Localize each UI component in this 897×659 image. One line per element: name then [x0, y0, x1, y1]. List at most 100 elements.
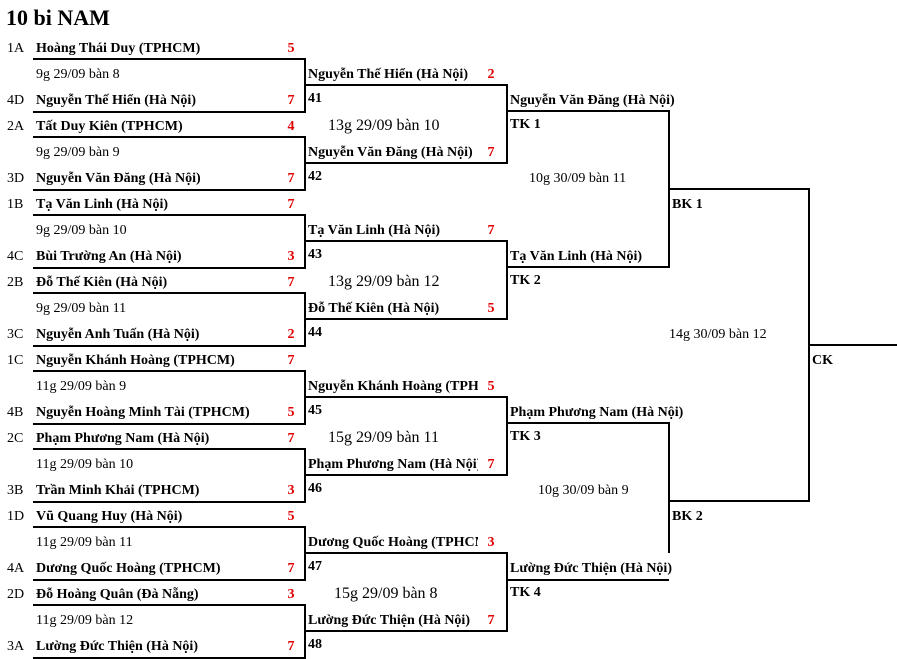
r2-match-number: 47	[308, 559, 322, 574]
r1-player-name: Nguyễn Khánh Hoàng (TPHCM)	[36, 353, 235, 368]
qf-winner-name: Lường Đức Thiện (Hà Nội)	[510, 561, 672, 576]
r2-schedule: 13g 29/09 bàn 12	[328, 273, 440, 290]
final-label: CK	[812, 353, 833, 368]
r2-score: 7	[487, 145, 495, 160]
sf-bracket	[669, 188, 810, 502]
r2-player-name: Tạ Văn Linh (Hà Nội)	[308, 223, 440, 238]
r1-schedule: 9g 29/09 bàn 8	[36, 67, 120, 82]
r1-score: 3	[287, 249, 295, 264]
r2-schedule: 15g 29/09 bàn 8	[334, 585, 438, 602]
r1-seed: 2C	[7, 431, 24, 446]
r1-seed: 1A	[7, 41, 25, 56]
r1-seed: 2B	[7, 275, 24, 290]
qf-schedule: 10g 30/09 bàn 11	[529, 171, 627, 186]
r1-score: 7	[287, 93, 295, 108]
qf-winner-name: Nguyễn Văn Đăng (Hà Nội)	[510, 93, 675, 108]
r2-match-number: 45	[308, 403, 322, 418]
r1-player-name: Hoàng Thái Duy (TPHCM)	[36, 41, 201, 56]
r1-schedule: 9g 29/09 bàn 9	[36, 145, 120, 160]
r1-schedule: 11g 29/09 bàn 9	[36, 379, 127, 394]
r1-seed: 4B	[7, 405, 24, 420]
r1-seed: 1D	[7, 509, 25, 524]
qf-schedule: 10g 30/09 bàn 9	[538, 483, 629, 498]
qf-match-1-bracket	[507, 110, 670, 268]
r2-schedule: 13g 29/09 bàn 10	[328, 117, 440, 134]
r1-score: 5	[287, 41, 295, 56]
r1-score: 4	[287, 119, 295, 134]
r1-schedule: 11g 29/09 bàn 10	[36, 457, 134, 472]
r1-player-name: Nguyễn Hoàng Minh Tài (TPHCM)	[36, 405, 250, 420]
r2-schedule: 15g 29/09 bàn 11	[328, 429, 439, 446]
r2-match-number: 42	[308, 169, 322, 184]
r2-match-number: 44	[308, 325, 322, 340]
r2-player-name: Nguyễn Thế Hiển (Hà Nội)	[308, 67, 468, 82]
r1-schedule: 9g 29/09 bàn 10	[36, 223, 127, 238]
r1-score: 5	[287, 405, 295, 420]
r1-seed: 4C	[7, 249, 24, 264]
r1-score: 3	[287, 483, 295, 498]
qf-match-2-bracket	[507, 422, 670, 553]
r1-player-name: Nguyễn Anh Tuấn (Hà Nội)	[36, 327, 200, 342]
r1-player-name: Đỗ Hoàng Quân (Đà Nẵng)	[36, 587, 199, 602]
r2-score: 3	[487, 535, 495, 550]
r1-score: 7	[287, 353, 295, 368]
r2-player-name: Đỗ Thế Kiên (Hà Nội)	[308, 301, 440, 316]
r1-schedule: 9g 29/09 bàn 11	[36, 301, 127, 316]
r1-player-name: Tạ Văn Linh (Hà Nội)	[36, 197, 168, 212]
r1-score: 7	[287, 431, 295, 446]
qf-winner-name: Phạm Phương Nam (Hà Nội)	[510, 405, 684, 420]
r1-seed: 3D	[7, 171, 25, 186]
r2-score: 7	[487, 457, 495, 472]
r2-score: 7	[487, 613, 495, 628]
qf-label: TK 3	[510, 429, 541, 444]
r2-score: 2	[487, 67, 495, 82]
sf-schedule: 14g 30/09 bàn 12	[669, 327, 767, 342]
r2-player-name: Lường Đức Thiện (Hà Nội)	[308, 613, 470, 628]
r1-score: 7	[287, 197, 295, 212]
r2-match-1-bracket	[305, 84, 508, 164]
r1-seed: 1C	[7, 353, 24, 368]
r1-seed: 2D	[7, 587, 25, 602]
qf-label: TK 1	[510, 117, 541, 132]
r1-player-name: Vũ Quang Huy (Hà Nội)	[36, 509, 183, 524]
r2-player-name: Nguyễn Văn Đăng (Hà Nội)	[308, 145, 473, 160]
qf-label: TK 4	[510, 585, 541, 600]
r1-score: 2	[287, 327, 295, 342]
r1-player-name: Bùi Trường An (Hà Nội)	[36, 249, 182, 264]
r1-seed: 4A	[7, 561, 25, 576]
r1-player-name: Nguyễn Văn Đăng (Hà Nội)	[36, 171, 201, 186]
qf-winner-name: Tạ Văn Linh (Hà Nội)	[510, 249, 642, 264]
r2-player-name: Phạm Phương Nam (Hà Nội)	[308, 457, 478, 472]
r1-score: 5	[287, 509, 295, 524]
qf-label: TK 2	[510, 273, 541, 288]
r2-score: 5	[487, 301, 495, 316]
r1-player-name: Đỗ Thế Kiên (Hà Nội)	[36, 275, 168, 290]
r2-player-name: Nguyễn Khánh Hoàng (TPHCM)	[308, 379, 478, 394]
r1-score: 7	[287, 561, 295, 576]
r2-match-number: 48	[308, 637, 322, 652]
r1-score: 3	[287, 587, 295, 602]
r2-match-number: 41	[308, 91, 322, 106]
r1-score: 7	[287, 171, 295, 186]
r1-player-name: Dương Quốc Hoàng (TPHCM)	[36, 561, 221, 576]
r2-match-4-bracket	[305, 552, 508, 632]
r1-score: 7	[287, 639, 295, 654]
r1-score: 7	[287, 275, 295, 290]
r2-player-name: Dương Quốc Hoàng (TPHCM)	[308, 535, 478, 550]
r1-seed: 2A	[7, 119, 25, 134]
r1-player-name: Nguyễn Thế Hiển (Hà Nội)	[36, 93, 196, 108]
r1-seed: 3B	[7, 483, 24, 498]
r1-seed: 3C	[7, 327, 24, 342]
bracket-title: 10 bi NAM	[6, 5, 110, 30]
r1-schedule: 11g 29/09 bàn 11	[36, 535, 133, 550]
r2-score: 5	[487, 379, 495, 394]
r2-match-3-bracket	[305, 396, 508, 476]
r2-score: 7	[487, 223, 495, 238]
r1-schedule: 11g 29/09 bàn 12	[36, 613, 134, 628]
r2-match-2-bracket	[305, 240, 508, 320]
r1-seed: 3A	[7, 639, 25, 654]
sf-label: BK 1	[672, 197, 703, 212]
r1-player-name: Tất Duy Kiên (TPHCM)	[36, 119, 183, 134]
r1-seed: 1B	[7, 197, 24, 212]
sf-label: BK 2	[672, 509, 703, 524]
